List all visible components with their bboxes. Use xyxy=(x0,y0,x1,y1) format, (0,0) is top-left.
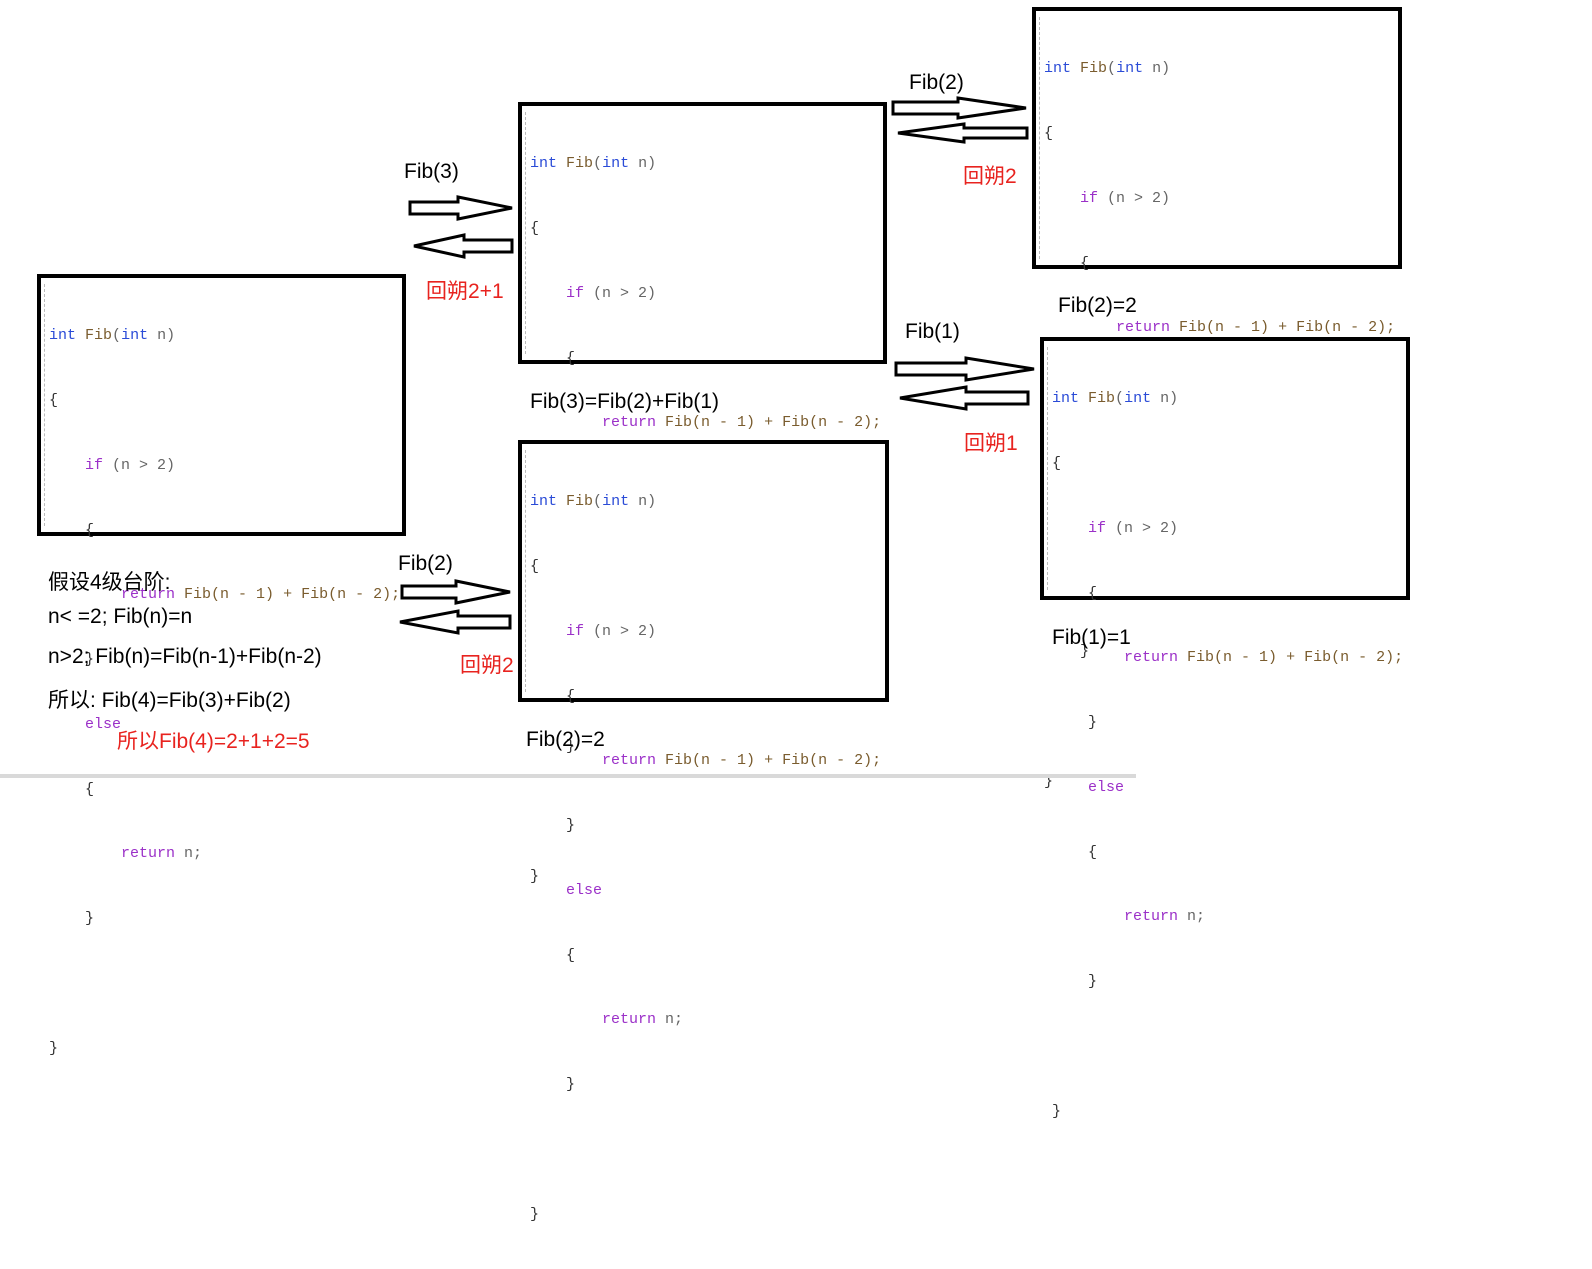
label-fib2-eq-bottom: Fib(2)=2 xyxy=(526,728,605,751)
label-backtrack-2plus1: 回朔2+1 xyxy=(426,280,504,303)
arrow-left-fib1 xyxy=(899,385,1030,411)
label-fib3-eq: Fib(3)=Fib(2)+Fib(1) xyxy=(530,390,720,413)
label-backtrack-2-bottom: 回朔2 xyxy=(460,654,514,677)
label-fib3-call: Fib(3) xyxy=(404,160,459,183)
note-line-4: 所以: Fib(4)=Fib(3)+Fib(2) xyxy=(48,689,291,712)
arrow-left-fib2-top xyxy=(897,122,1029,144)
label-fib2-call-top: Fib(2) xyxy=(909,71,964,94)
arrow-left-fib2-bottom xyxy=(399,609,512,635)
code-box-fib2-top: int Fib(int n) { if (n > 2) { return Fib… xyxy=(1032,7,1402,790)
fold-guide xyxy=(44,284,45,526)
label-fib2-eq-top: Fib(2)=2 xyxy=(1058,294,1137,317)
label-backtrack-1: 回朔1 xyxy=(964,432,1018,455)
code-box-fib4: int Fib(int n) { if (n > 2) { return Fib… xyxy=(37,274,406,1057)
note-line-5: 所以Fib(4)=2+1+2=5 xyxy=(117,730,310,753)
code-box-fib3: int Fib(int n) { if (n > 2) { return Fib… xyxy=(518,102,887,885)
arrow-right-fib3 xyxy=(408,195,513,221)
arrows-layer xyxy=(399,96,1035,635)
code-box-fib1: int Fib(int n) { if (n > 2) { return Fib… xyxy=(1040,337,1410,1120)
arrow-right-fib1 xyxy=(894,356,1035,382)
fold-guide xyxy=(525,112,526,354)
note-line-3: n>2; Fib(n)=Fib(n-1)+Fib(n-2) xyxy=(48,645,322,668)
bottom-scrollbar[interactable] xyxy=(0,774,1136,778)
label-fib2-call-bottom: Fib(2) xyxy=(398,552,453,575)
label-fib1-eq: Fib(1)=1 xyxy=(1052,626,1131,649)
arrow-right-fib2-bottom xyxy=(400,579,511,605)
fold-guide xyxy=(1039,17,1040,259)
arrow-left-fib3 xyxy=(413,233,514,259)
arrow-right-fib2-top xyxy=(891,96,1027,120)
fold-guide xyxy=(525,450,526,692)
note-line-2: n< =2; Fib(n)=n xyxy=(48,605,193,628)
label-fib1-call: Fib(1) xyxy=(905,320,960,343)
label-backtrack-2-top: 回朔2 xyxy=(963,165,1017,188)
note-line-1: 假设4级台阶: xyxy=(48,571,171,594)
fold-guide xyxy=(1047,347,1048,590)
